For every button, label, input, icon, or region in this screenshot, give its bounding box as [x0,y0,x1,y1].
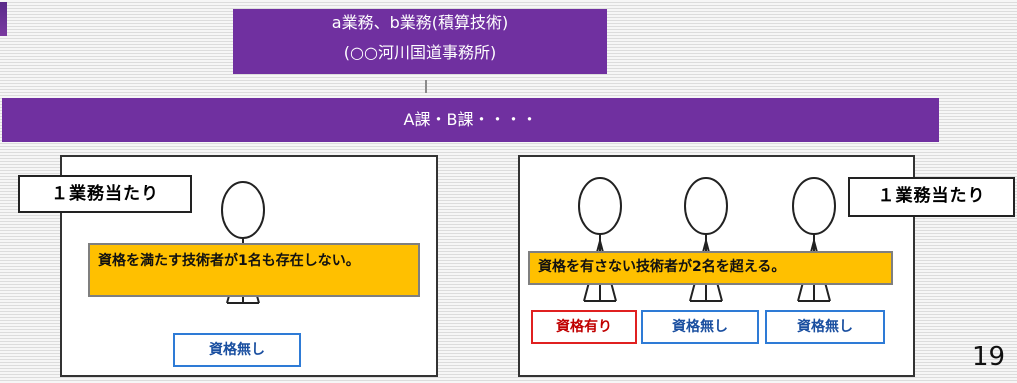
office-header-line2: (○○河川国道事務所) [343,43,497,62]
office-header-box: a業務、b業務(積算技術) (○○河川国道事務所) [233,9,607,74]
condition-note: 資格を有さない技術者が2名を超える。 [528,251,893,285]
decorative-corner-bar [0,2,7,36]
connector-line [425,80,427,93]
person-figures [578,177,836,302]
unqualified-badge: 資格無し [641,310,759,344]
office-header-line1: a業務、b業務(積算技術) [331,13,509,32]
unqualified-badge: 資格無し [173,333,301,367]
condition-note: 資格を満たす技術者が1名も存在しない。 [88,243,420,297]
department-bar: A課・B課・・・・ [2,98,939,142]
per-project-label: １業務当たり [848,177,1015,217]
page-number: 19 [972,342,1006,372]
unqualified-badge: 資格無し [765,310,885,344]
qualified-badge: 資格有り [531,310,637,344]
per-project-label: １業務当たり [18,175,192,213]
